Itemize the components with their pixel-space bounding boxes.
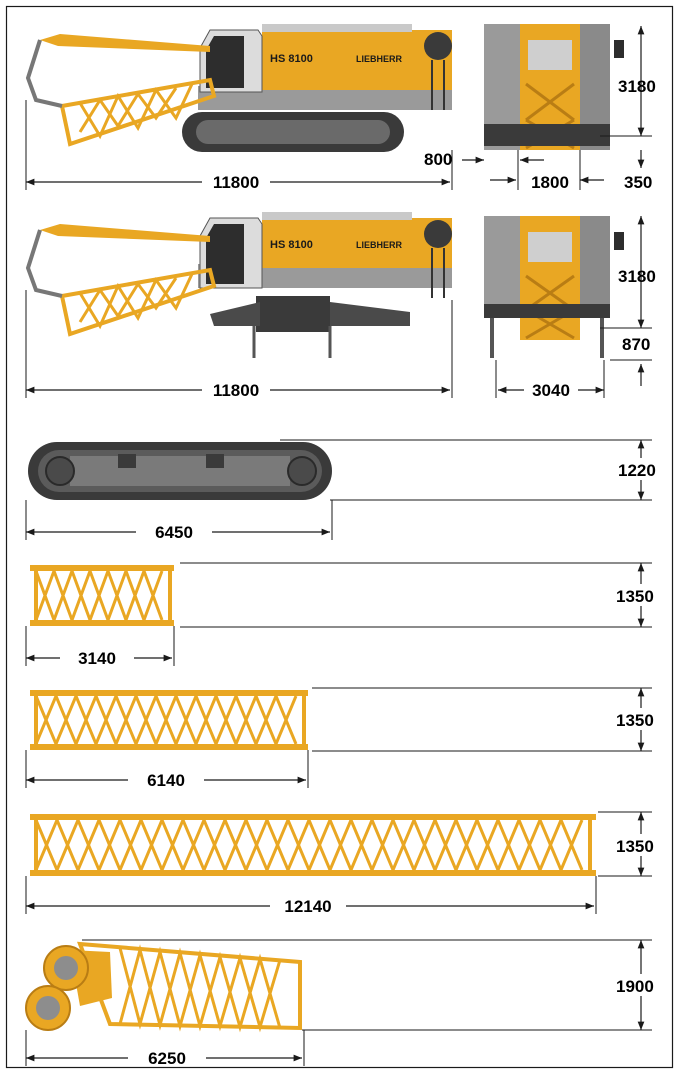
boom-6m-height-label: 1350 [616,711,654,730]
outrigger-width-label: 3040 [532,381,570,400]
brand-label: LIEBHERR [356,240,403,250]
rear-drum [424,220,452,248]
outrigger-height-label: 3180 [618,267,656,286]
model-label: HS 8100 [270,239,313,251]
boom-section-3m-view [30,565,174,626]
machine-body [262,30,452,90]
boom-6m-length-label: 6140 [147,771,185,790]
outrigger-machine-side-view: HS 8100 LIEBHERR [25,212,452,358]
track-width-label: 1800 [531,173,569,192]
boom-3m-height-label: 1350 [616,587,654,606]
page-frame [5,5,674,1069]
boom-12m-height-label: 1350 [616,837,654,856]
crawler-length-label: 11800 [213,173,259,192]
boom-lattice [59,77,217,147]
boom-lattice [59,267,217,337]
boom-section-6m-view [30,690,308,750]
outrigger-machine-front-view [484,216,624,358]
track-frame-height-label: 1220 [618,461,656,480]
crawler-height-label: 3180 [618,77,656,96]
boom-linkage [25,229,63,298]
track-frame-length-label: 6450 [155,523,193,542]
boom-3m-length-label: 3140 [78,649,116,668]
boom-head-piece-view [25,941,302,1033]
head-piece-height-label: 1900 [616,977,654,996]
front-tracks [484,124,610,146]
rear-drum [424,32,452,60]
machine-body [262,218,452,268]
track-clearance-label: 350 [624,173,652,192]
model-label: HS 8100 [270,53,313,65]
outrigger-length-label: 11800 [213,381,259,400]
crawler-machine-front-view [484,24,624,150]
boom-upper [40,34,210,52]
brand-label: LIEBHERR [356,54,403,64]
outrigger-carrier [256,296,330,332]
track-projection-label: 800 [424,150,452,169]
boom-12m-length-label: 12140 [284,897,331,916]
boom-upper [40,224,210,242]
track-frame-view [28,442,332,500]
boom-section-12m-view [30,814,596,876]
head-piece-length-label: 6250 [148,1049,186,1068]
crawler-machine-side-view: HS 8100 LIEBHERR [25,24,452,152]
outrigger-clearance-label: 870 [622,335,650,354]
boom-linkage [25,39,63,108]
